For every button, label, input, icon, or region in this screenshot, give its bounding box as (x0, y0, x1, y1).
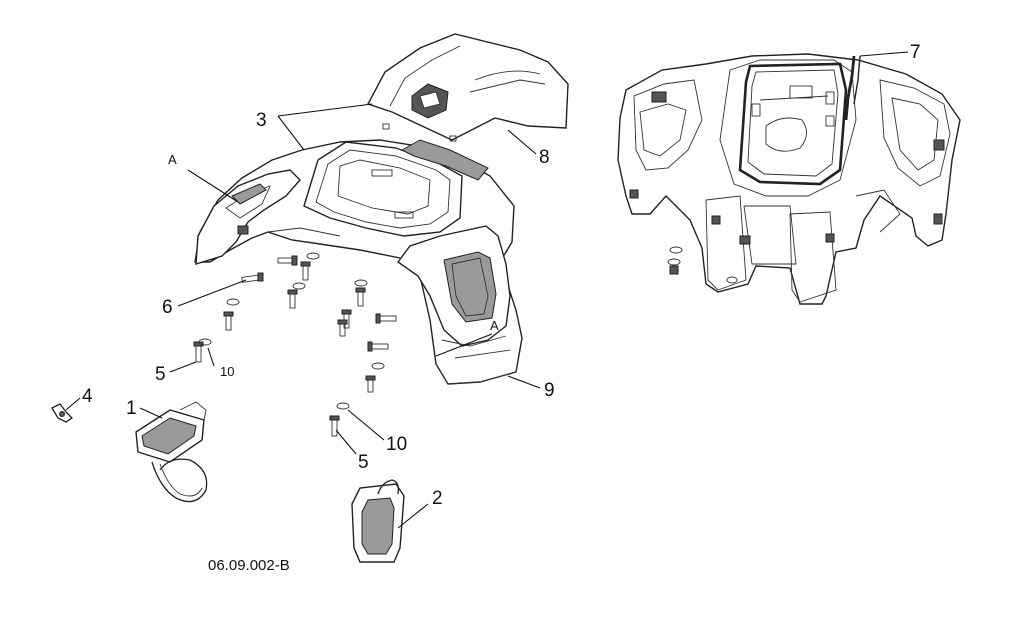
washer-icon (198, 338, 212, 346)
leader-lines (65, 51, 909, 529)
bolt-icon (365, 375, 376, 393)
callout-labels: 3 8 A A 6 5 10 9 10 5 4 1 2 7 06.09.002-… (82, 42, 921, 574)
washer-icon (306, 252, 320, 260)
callout-10-left: 10 (220, 364, 234, 379)
callout-6: 6 (162, 297, 173, 318)
bolt-icon (193, 341, 204, 363)
washer-icon (371, 362, 385, 370)
bolt-icon (241, 272, 264, 283)
washer-icon (226, 298, 240, 306)
section-mark-a-left: A (168, 152, 177, 167)
logo-emblem-icon (411, 83, 449, 119)
tail-light-part (351, 479, 405, 563)
callout-10-right: 10 (386, 434, 407, 455)
washer-icon (292, 282, 306, 290)
bolt-icon (329, 415, 340, 437)
callout-4: 4 (82, 386, 93, 407)
washer-icon (726, 276, 738, 284)
callout-5-left: 5 (155, 364, 166, 385)
main-fender-part (194, 139, 523, 385)
washer-icon (354, 279, 368, 287)
callout-5-right: 5 (358, 452, 369, 473)
bolt-icon (341, 309, 352, 329)
clip-part (51, 403, 74, 423)
headlight-part (135, 401, 208, 503)
drawing-number: 06.09.002-B (208, 557, 290, 574)
bolt-icon (337, 319, 348, 337)
washer-icon (667, 258, 681, 266)
bolt-icon (355, 287, 366, 307)
callout-9: 9 (544, 380, 555, 401)
bolt-icon (277, 255, 298, 266)
washer-icon (336, 402, 350, 410)
callout-8: 8 (539, 147, 550, 168)
bolt-icon (300, 261, 311, 281)
bolt-icon (367, 341, 389, 352)
wiring-harness-part (844, 55, 861, 121)
washer-icon (669, 246, 683, 254)
callout-7: 7 (910, 42, 921, 63)
underside-view (617, 53, 961, 305)
nut-icon (669, 265, 679, 275)
callout-2: 2 (432, 488, 443, 509)
top-cover-part (366, 33, 569, 142)
bolt-icon (223, 311, 234, 331)
section-mark-a-right: A (490, 318, 499, 333)
callout-3: 3 (256, 110, 267, 131)
bolt-icon (375, 313, 397, 324)
callout-1: 1 (126, 398, 137, 419)
fastener-set (193, 252, 397, 437)
bolt-icon (287, 289, 298, 309)
